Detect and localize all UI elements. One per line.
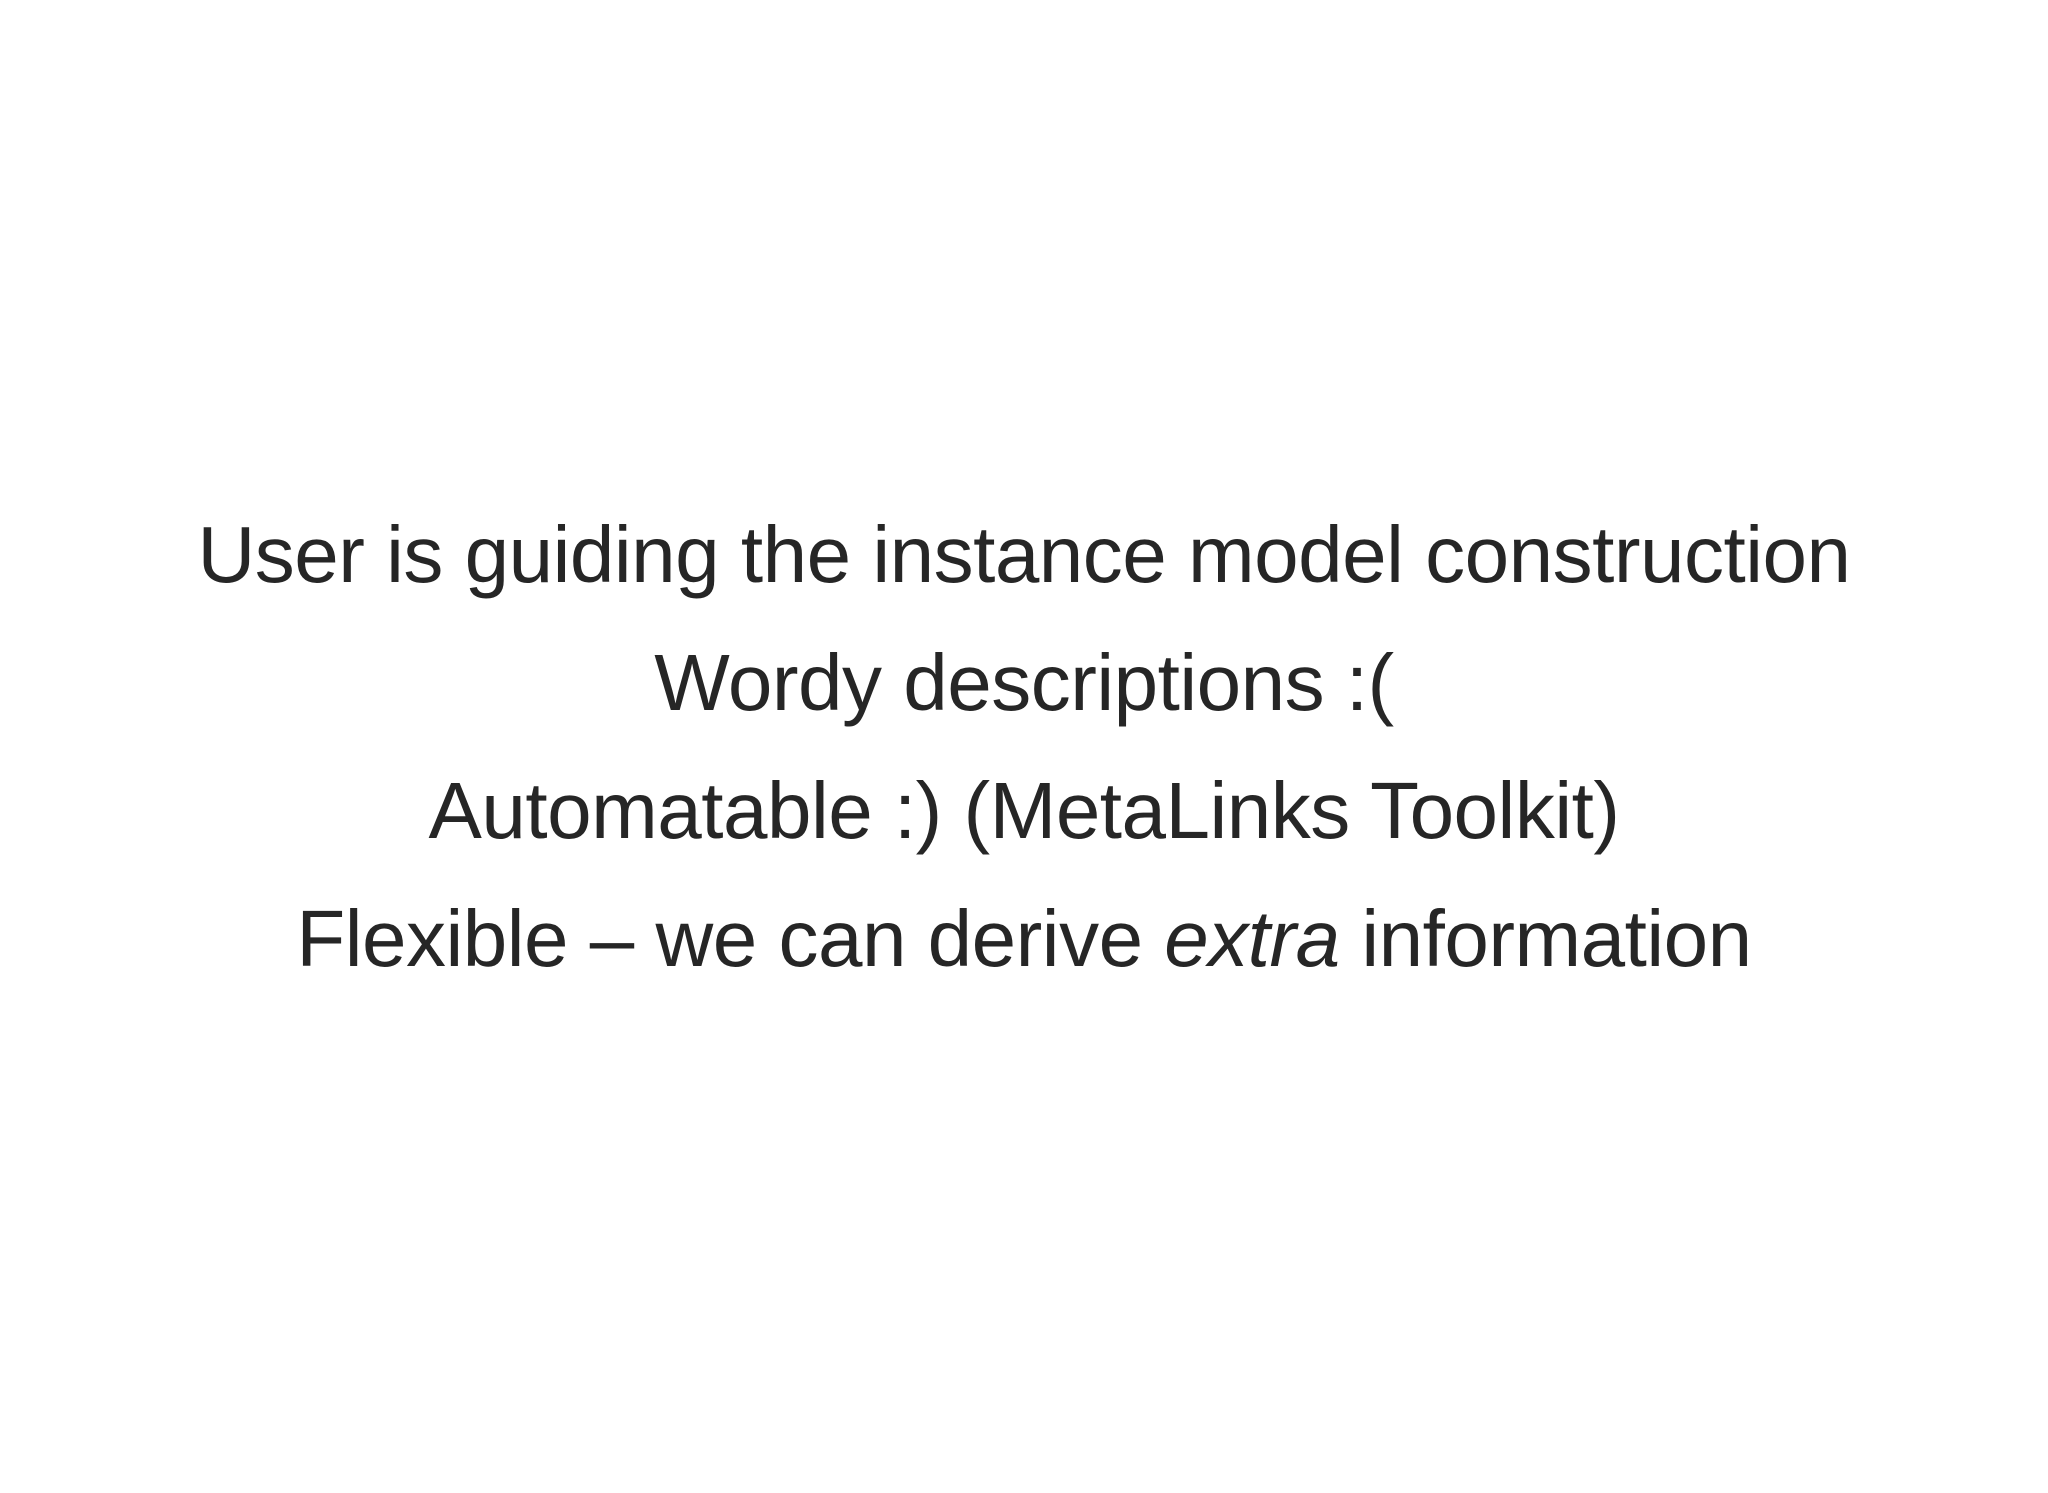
slide-line-4-prefix: Flexible – we can derive	[296, 893, 1165, 983]
slide-line-2: Wordy descriptions :(	[654, 637, 1394, 727]
slide-line-4-italic-emphasis: extra	[1164, 893, 1340, 983]
slide-line-3: Automatable :) (MetaLinks Toolkit)	[428, 765, 1620, 855]
slide-line-1: User is guiding the instance model const…	[197, 509, 1851, 599]
slide-line-4-suffix: information	[1339, 893, 1752, 983]
slide-line-4: Flexible – we can derive extra informati…	[0, 887, 2048, 991]
slide-text-block: User is guiding the instance model const…	[0, 479, 2048, 1015]
